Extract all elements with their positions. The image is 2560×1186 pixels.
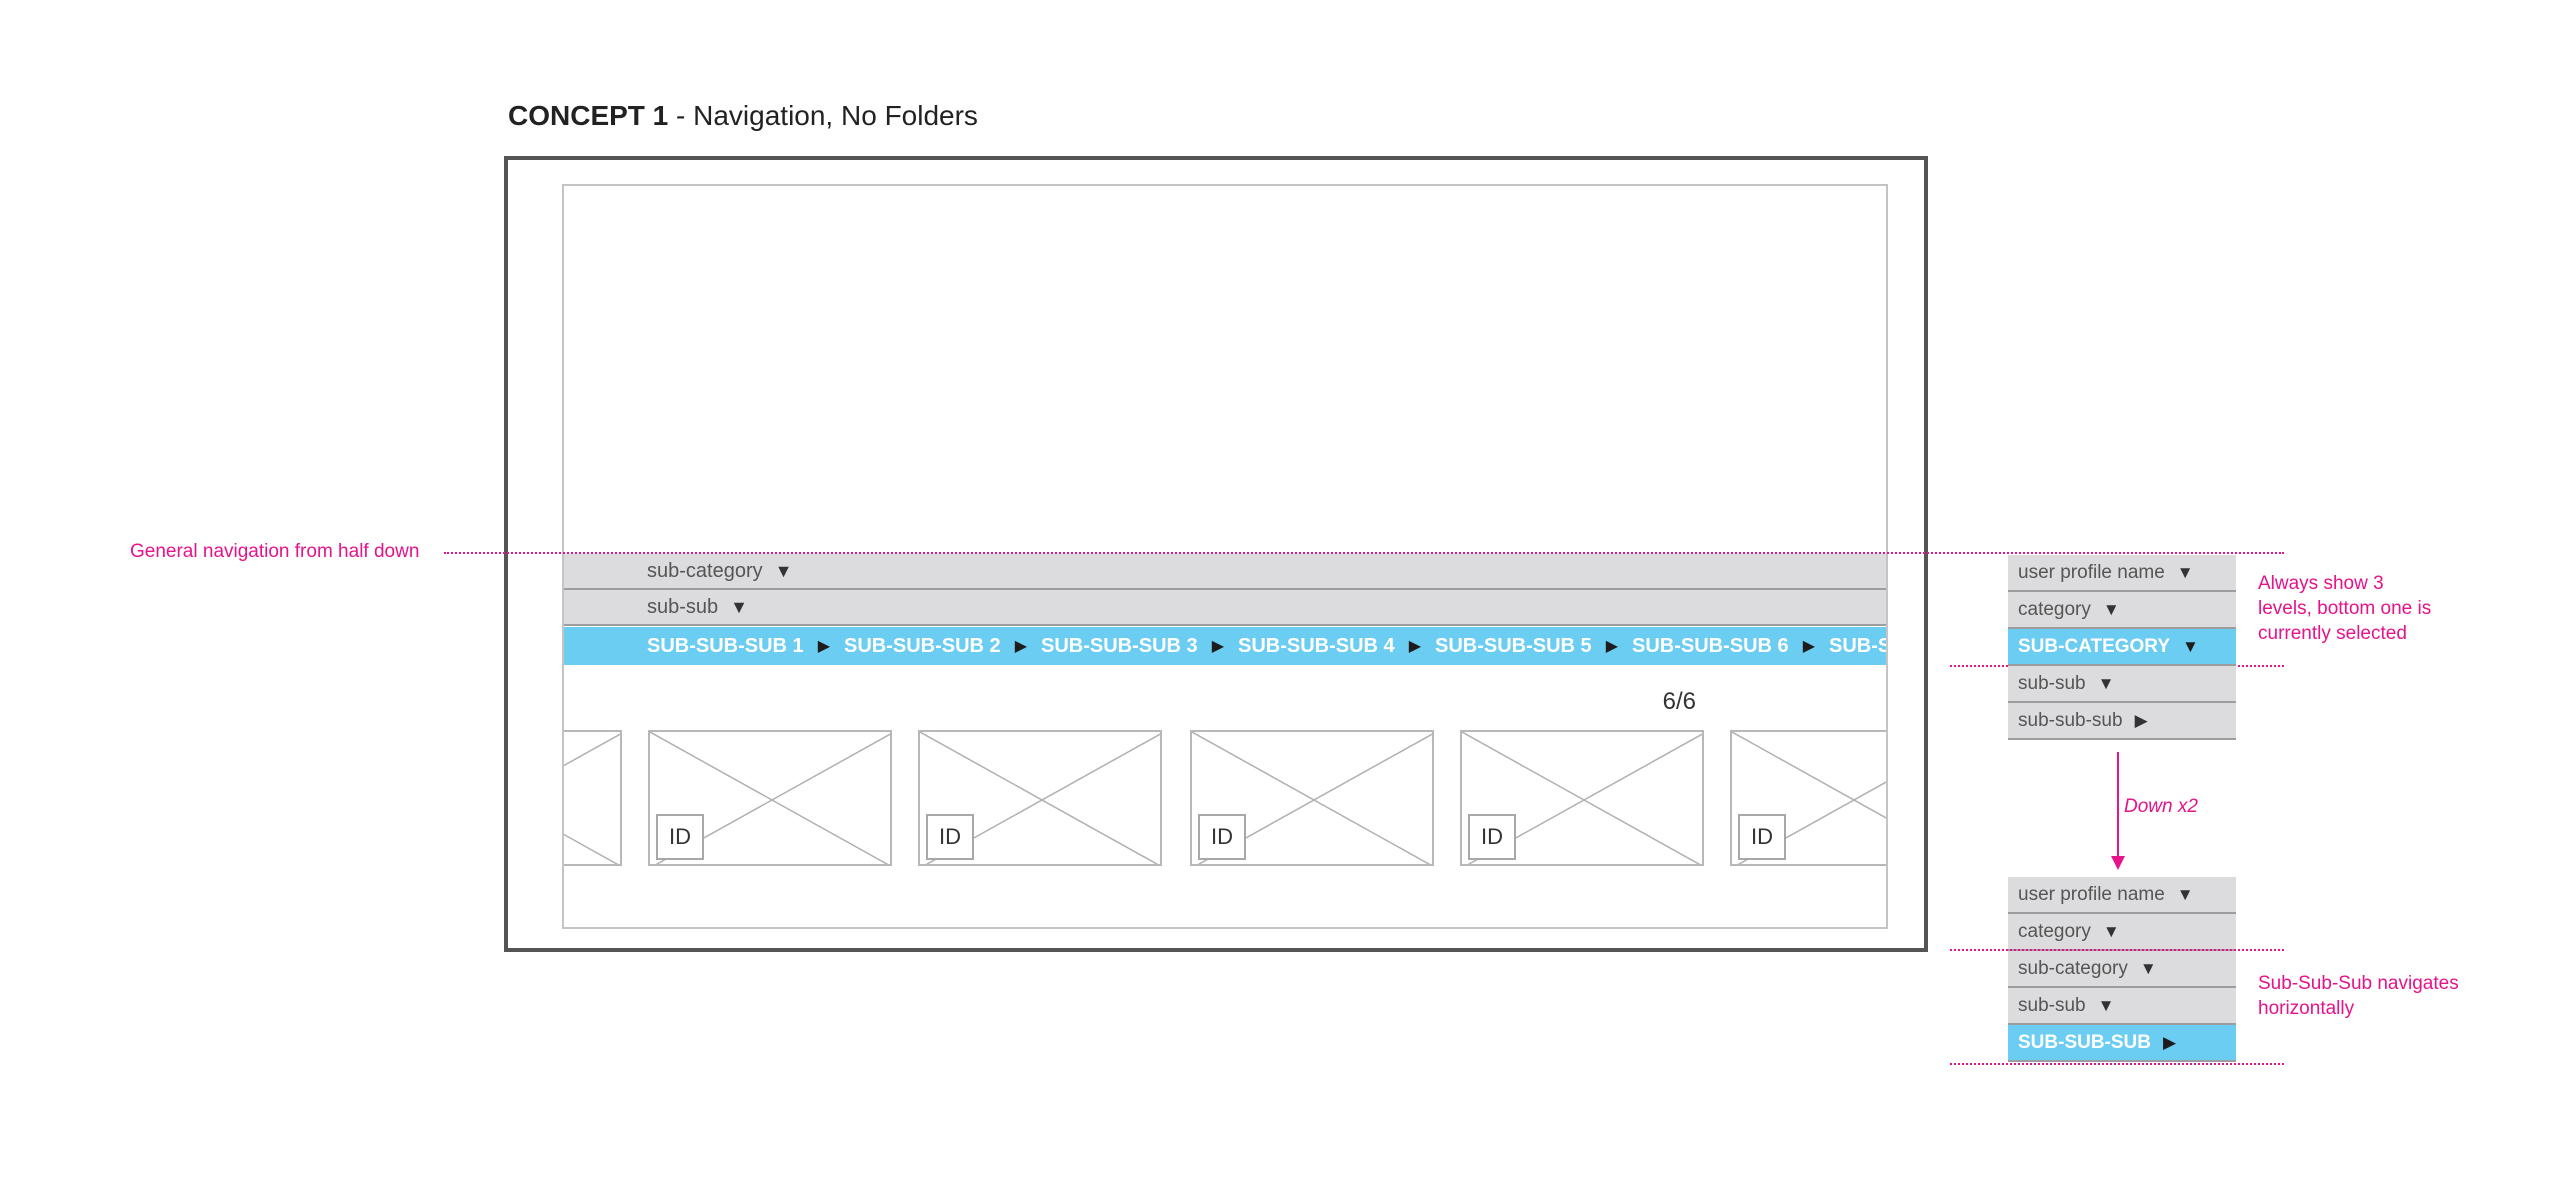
breadcrumb-label: SUB-SUB-SUB 2 [844, 634, 1001, 657]
breadcrumb-item[interactable]: SUB-SUB-SUB 5 ▶ [1435, 635, 1632, 658]
breadcrumb-item[interactable]: SUB-SUB-SUB 3 ▶ [1041, 635, 1238, 658]
breadcrumb-bar: SUB-SUB-SUB 1▶SUB-SUB-SUB 2▶SUB-SUB-SUB … [564, 627, 1886, 665]
chevron-down-icon: ▼ [2182, 636, 2199, 656]
concept-title-rest: - Navigation, No Folders [668, 100, 978, 131]
chevron-right-icon: ▶ [817, 638, 830, 655]
nav-stack-bottom: user profile name ▼ category ▼ sub-category ▼… [2008, 877, 2236, 1062]
annotation-line: currently selected [2258, 623, 2407, 644]
chevron-right-icon: ▶ [1605, 638, 1618, 655]
annotation-down-x2: Down x2 [2124, 796, 2198, 817]
stack-row[interactable]: sub-sub ▼ [2008, 988, 2236, 1025]
chevron-right-icon: ▶ [1211, 638, 1224, 655]
annotation-line: Sub-Sub-Sub navigates [2258, 973, 2459, 994]
screen-safe-area: sub-category ▼ sub-sub ▼ SUB-SUB-SUB 1▶S… [562, 184, 1888, 929]
tv-frame [504, 156, 1928, 952]
breadcrumb-item[interactable]: SUB-SUB-SUB 1 ▶ [647, 635, 844, 658]
chevron-right-icon: ▶ [2163, 1032, 2177, 1052]
chevron-down-icon: ▼ [730, 596, 748, 617]
concept-title: CONCEPT 1 - Navigation, No Folders [508, 100, 978, 132]
down-arrow-icon [2111, 752, 2125, 870]
breadcrumb-label: SUB-SUB-SUB 3 [1041, 634, 1198, 657]
annotation-general-navigation: General navigation from half down [130, 541, 420, 562]
thumbnail-card[interactable]: ID [648, 730, 892, 866]
thumbnail-card[interactable]: ID [1190, 730, 1434, 866]
stack-row-label: category [2018, 598, 2091, 620]
thumbnail-card[interactable]: ID [1730, 730, 1886, 866]
chevron-right-icon: ▶ [1802, 638, 1815, 655]
nav-row-sub-sub[interactable]: sub-sub ▼ [564, 590, 1886, 626]
id-badge: ID [926, 814, 974, 860]
breadcrumb: SUB-SUB-SUB 1▶SUB-SUB-SUB 2▶SUB-SUB-SUB … [647, 634, 1886, 658]
stack-row-label: sub-sub [2018, 672, 2086, 694]
chevron-down-icon: ▼ [774, 560, 793, 581]
annotation-guide-line-middle [1950, 949, 2284, 951]
breadcrumb-item[interactable]: SUB-SUB- [1829, 634, 1886, 658]
annotation-horizontal-navigation: Sub-Sub-Sub navigates horizontally [2258, 971, 2459, 1021]
annotation-line: horizontally [2258, 998, 2355, 1019]
chevron-down-icon: ▼ [2176, 562, 2194, 582]
stack-row-label: sub-category [2018, 957, 2128, 979]
nav-row-sub-category[interactable]: sub-category ▼ [564, 554, 1886, 590]
breadcrumb-label: SUB-SUB-SUB 6 [1632, 634, 1789, 657]
chevron-down-icon: ▼ [2102, 599, 2120, 619]
chevron-right-icon: ▶ [1014, 638, 1027, 655]
stack-row[interactable]: SUB-SUB-SUB ▶ [2008, 1025, 2236, 1062]
nav-stack-top: user profile name ▼ category ▼ SUB-CATEGORY ▼… [2008, 555, 2236, 740]
annotation-line: levels, bottom one is [2258, 598, 2432, 619]
stack-row[interactable]: category ▼ [2008, 592, 2236, 629]
stack-row[interactable]: user profile name ▼ [2008, 877, 2236, 914]
image-placeholder-icon [564, 733, 620, 864]
id-badge: ID [1738, 814, 1786, 860]
stack-row-label: SUB-SUB-SUB [2018, 1031, 2151, 1053]
chevron-down-icon: ▼ [2176, 884, 2194, 904]
stack-row[interactable]: category ▼ [2008, 914, 2236, 951]
breadcrumb-item[interactable]: SUB-SUB-SUB 4 ▶ [1238, 635, 1435, 658]
annotation-guide-line-bottom [1950, 1063, 2284, 1065]
id-badge: ID [656, 814, 704, 860]
stack-row[interactable]: SUB-CATEGORY ▼ [2008, 629, 2236, 666]
annotation-guide-line-top [444, 552, 2284, 554]
stack-row[interactable]: user profile name ▼ [2008, 555, 2236, 592]
page-counter: 6/6 [1662, 688, 1696, 715]
stack-row-label: SUB-CATEGORY [2018, 635, 2170, 657]
breadcrumb-label: SUB-SUB- [1829, 634, 1886, 657]
stack-row[interactable]: sub-category ▼ [2008, 951, 2236, 988]
thumbnail-card[interactable]: ID [1460, 730, 1704, 866]
stack-row[interactable]: sub-sub ▼ [2008, 666, 2236, 703]
chevron-down-icon: ▼ [2097, 673, 2115, 693]
annotation-always-show-3: Always show 3 levels, bottom one is curr… [2258, 571, 2431, 646]
breadcrumb-item[interactable]: SUB-SUB-SUB 2 ▶ [844, 635, 1041, 658]
stack-row-label: category [2018, 920, 2091, 942]
stack-row-label: sub-sub [2018, 994, 2086, 1016]
concept-title-bold: CONCEPT 1 [508, 100, 669, 131]
id-badge: ID [1198, 814, 1246, 860]
id-badge: ID [1468, 814, 1516, 860]
chevron-down-icon: ▼ [2097, 995, 2115, 1015]
nav-row-label: sub-category [647, 559, 763, 582]
annotation-line: Always show 3 [2258, 573, 2384, 594]
breadcrumb-label: SUB-SUB-SUB 1 [647, 634, 804, 657]
thumbnail-card[interactable]: ID [918, 730, 1162, 866]
stack-row-label: user profile name [2018, 883, 2165, 905]
stack-row-label: user profile name [2018, 561, 2165, 583]
chevron-down-icon: ▼ [2102, 921, 2120, 941]
stack-row-label: sub-sub-sub [2018, 709, 2123, 731]
chevron-down-icon: ▼ [2139, 958, 2157, 978]
chevron-right-icon: ▶ [2134, 710, 2148, 730]
chevron-right-icon: ▶ [1408, 638, 1421, 655]
breadcrumb-item[interactable]: SUB-SUB-SUB 6 ▶ [1632, 635, 1829, 658]
nav-row-label: sub-sub [647, 595, 719, 618]
stack-row[interactable]: sub-sub-sub ▶ [2008, 703, 2236, 740]
thumbnail-card[interactable] [564, 730, 622, 866]
breadcrumb-label: SUB-SUB-SUB 4 [1238, 634, 1395, 657]
breadcrumb-label: SUB-SUB-SUB 5 [1435, 634, 1592, 657]
